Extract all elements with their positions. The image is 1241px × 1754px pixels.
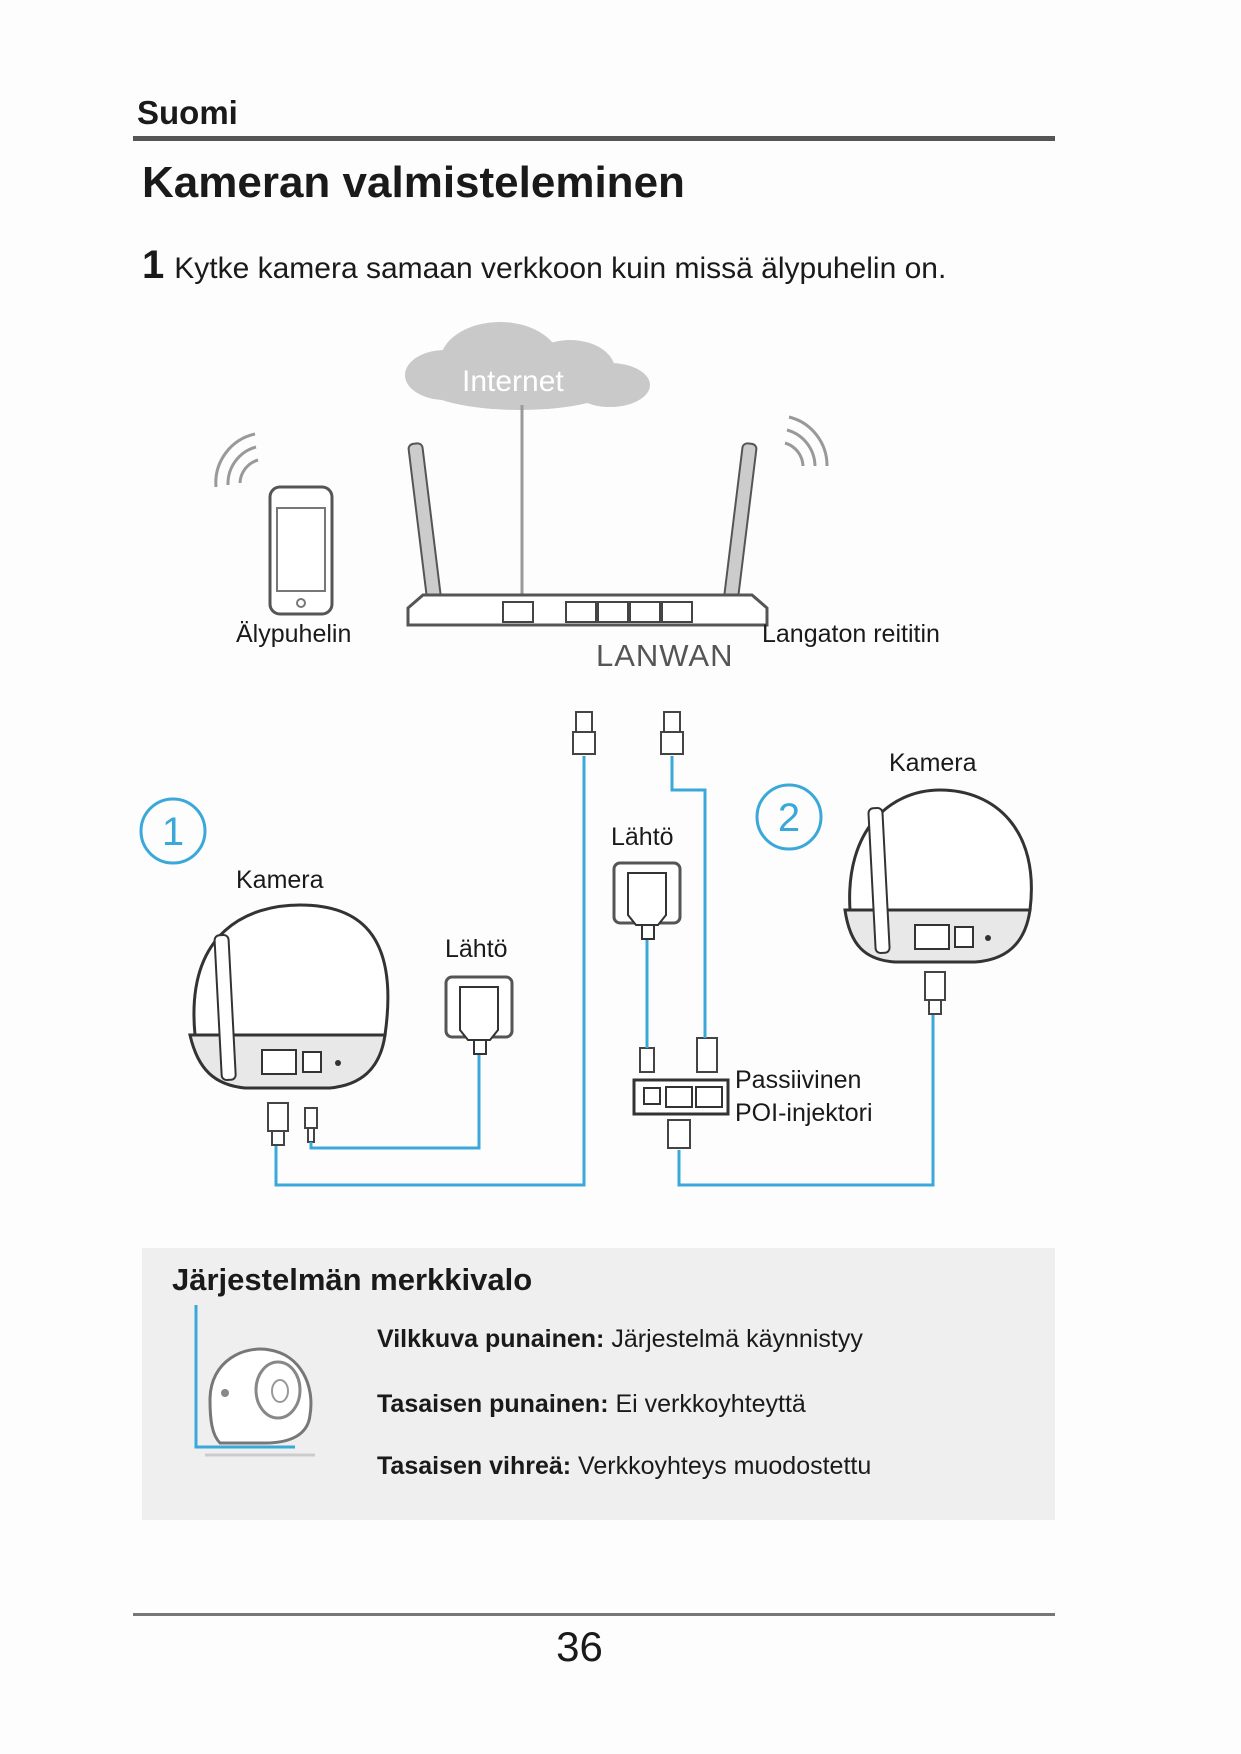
status-item-solid-red: Tasaisen punainen: Ei verkkoyhteyttä [377,1390,806,1419]
option-2-circle [755,783,823,851]
step-text: Kytke kamera samaan verkkoon kuin missä … [174,252,947,285]
status-label: Vilkkuva punainen: [377,1325,605,1353]
step-1: 1 Kytke kamera samaan verkkoon kuin missä… [142,243,946,288]
outlet-2-label: Lähtö [611,823,674,851]
injector-label-line1: Passiivinen [735,1066,862,1094]
network-diagram: 12 [139,322,1033,1187]
outlet-2-icon [612,861,682,940]
outlet-1-label: Lähtö [445,935,508,963]
status-desc: Järjestelmä käynnistyy [604,1325,863,1353]
camera-2-label: Kamera [889,749,977,777]
camera-1-icon [188,903,390,1090]
language-heading: Suomi [137,94,238,131]
status-desc: Verkkoyhteys muodostettu [571,1452,872,1480]
smartphone-label: Älypuhelin [236,620,352,648]
injector-label-line2: POI-injektori [735,1099,873,1127]
phone-wifi-icon [214,432,259,488]
status-label: Tasaisen vihreä: [377,1452,572,1480]
cable-lines [274,756,935,1187]
top-divider [133,136,1055,141]
status-label: Tasaisen punainen: [377,1390,609,1418]
status-item-blinking-red: Vilkkuva punainen: Järjestelmä käynnisty… [377,1325,863,1354]
camera-1-label: Kamera [236,866,324,894]
option-1-circle [139,797,207,865]
router-icon [406,442,769,627]
step-number: 1 [142,243,165,287]
poe-injector-icon [632,1037,730,1149]
injector-label: Passiivinen POI-injektori [735,1064,873,1130]
lanwan-label: LANWAN [596,638,734,673]
option-1-number: 1 [162,810,184,854]
status-desc: Ei verkkoyhteyttä [608,1390,806,1418]
camera-1-plugs-icon [267,1102,318,1146]
smartphone-icon [268,485,334,616]
router-label: Langaton reititin [762,620,940,648]
ethernet-plug-icon [572,711,684,755]
status-light-title: Järjestelmän merkkivalo [172,1262,533,1297]
camera-2-icon [843,788,1033,1015]
bottom-divider [133,1613,1055,1616]
outlet-1-icon [444,975,514,1055]
option-2-number: 2 [778,796,800,840]
status-item-solid-green: Tasaisen vihreä: Verkkoyhteys muodostett… [377,1452,871,1481]
router-wifi-icon [784,415,829,467]
camera-indicator-icon [194,1305,315,1457]
internet-label: Internet [462,365,564,398]
page-title: Kameran valmisteleminen [142,158,685,207]
page-number: 36 [556,1623,603,1670]
cloud-icon [405,322,650,410]
